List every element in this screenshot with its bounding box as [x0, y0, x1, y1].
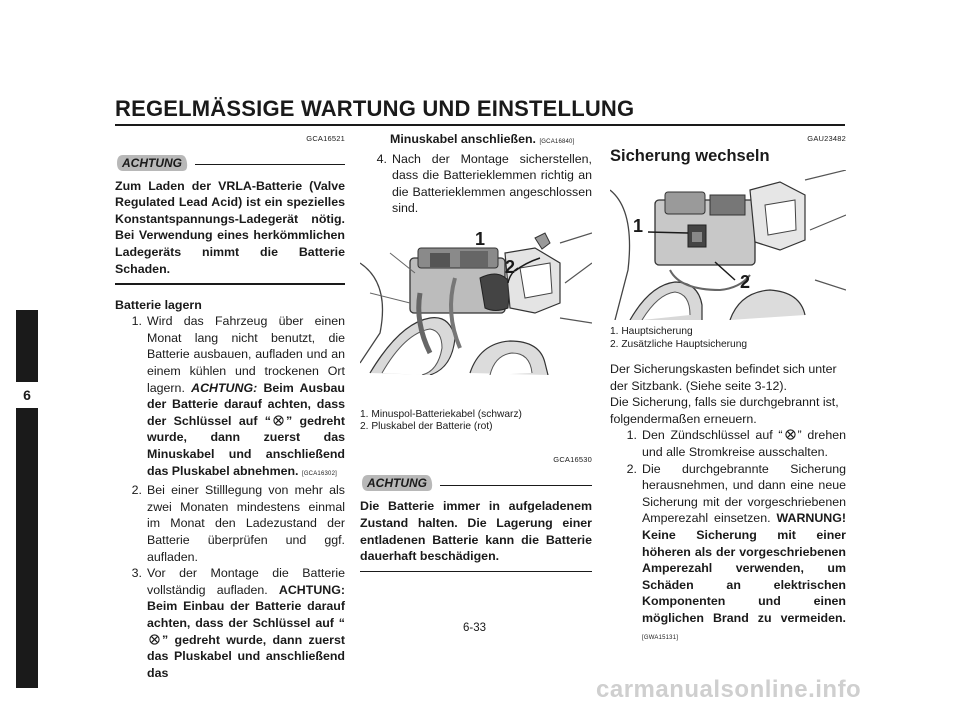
column-2: Minuskabel anschließen. [GCA16840] 4. Na… [360, 131, 592, 576]
continued-text: Minuskabel anschließen. [GCA16840] [360, 131, 592, 151]
achtung-text: Die Batterie immer in aufgeladenem Zusta… [360, 499, 592, 564]
achtung-badge-shape [117, 154, 188, 171]
item-achtung: ACHTUNG: [191, 380, 258, 395]
battery-illustration [360, 222, 592, 375]
column-3: GAU23482 Sicherung wechseln 1 2 1. Haupt… [610, 131, 846, 646]
section-title: Sicherung wechseln [610, 146, 770, 165]
item-text: Vor der Montage die Batterie vollständig… [147, 566, 345, 597]
page-number: 6-33 [463, 622, 487, 634]
key-off-icon [273, 415, 284, 426]
paragraph-instructions: Die Sicherung, falls sie durchgebrannt i… [610, 395, 839, 426]
achtung-text: Zum Laden der VRLA-Batterie (Valve Regul… [115, 178, 345, 276]
callout-1: 1 [633, 216, 644, 237]
column-1: GCA16521 ACHTUNG Zum Laden der VRLA-Batt… [115, 131, 345, 681]
notice-code: GCA16530 [553, 454, 592, 464]
header-rule [115, 124, 845, 126]
list-item: 3. Vor der Montage die Batterie vollstän… [115, 565, 345, 681]
notice-end-rule [360, 570, 592, 573]
list-number: 2. [626, 461, 637, 476]
achtung-header: ACHTUNG [115, 152, 345, 174]
item-text-b: ” drehen und alle Stromkreise ausschalte… [642, 428, 846, 459]
achtung-label: ACHTUNG [122, 155, 182, 170]
battery-photo: 1 2 [360, 222, 592, 375]
fuse-photo: 1 2 [610, 170, 846, 321]
list-item: 1. Den Zündschlüssel auf “” drehen und a… [610, 427, 846, 460]
chapter-header: REGELMÄSSIGE WARTUNG UND EINSTELLUNG [115, 96, 635, 121]
key-off-icon [784, 429, 796, 441]
list-item: 1. Wird das Fahrzeug über einen Monat la… [115, 313, 345, 482]
achtung-badge: ACHTUNG [115, 152, 189, 174]
list-text: Den Zündschlüssel auf “” drehen und alle… [642, 427, 846, 460]
item-bold-b: ” gedreht wurde, dann zuerst das Minuska… [147, 413, 345, 478]
list-text: Nach der Montage sicherstellen, dass die… [392, 151, 592, 216]
callout-2: 2 [740, 272, 751, 293]
list-text: Bei einer Stilllegung von mehr als zwei … [147, 483, 345, 564]
item-code: [GWA15131] [642, 634, 679, 641]
achtung-line [440, 484, 592, 487]
list-text: Vor der Montage die Batterie vollständig… [147, 565, 345, 681]
fuse-illustration [610, 170, 846, 321]
achtung-header: ACHTUNG [360, 472, 592, 494]
list-number: 1. [626, 428, 637, 443]
continued-bold: Minuskabel anschließen. [390, 132, 536, 146]
achtung-line [195, 163, 345, 166]
list-item: 2. Bei einer Stilllegung von mehr als zw… [115, 482, 345, 565]
item-text: Die durchgebrannte Sicherung herausnehme… [642, 461, 846, 526]
notice-code: GCA16521 [306, 134, 345, 143]
achtung-badge-shape [362, 475, 433, 492]
list-number: 3. [131, 566, 142, 581]
watermark: carmanualsonline.info [596, 676, 862, 703]
list-text: Die durchgebrannte Sicherung herausnehme… [642, 461, 846, 647]
list-text: Wird das Fahrzeug über einen Monat lang … [147, 313, 345, 482]
chapter-tab-number: 6 [16, 382, 38, 408]
caption-1: 1. Minuspol-Batteriekabel (schwarz) [360, 408, 522, 420]
list-item: 2. Die durchgebrannte Sicherung herausne… [610, 461, 846, 647]
section-code: GAU23482 [807, 134, 846, 143]
achtung-label: ACHTUNG [367, 476, 427, 491]
item-text: Wird das Fahrzeug über einen Monat lang … [147, 314, 345, 395]
callout-1: 1 [475, 228, 486, 249]
item-warning: WARNUNG! Keine Sicherung mit einer höher… [642, 511, 846, 625]
list-item: 4. Nach der Montage sicherstellen, dass … [360, 151, 592, 217]
item-bold-a: Beim Ausbau der Batterie darauf achten, … [147, 380, 345, 428]
caption-2: 2. Pluskabel der Batterie (rot) [360, 421, 493, 433]
list-number: 2. [131, 483, 142, 498]
item-text-a: Den Zündschlüssel auf “ [642, 428, 783, 443]
storage-title: Batterie lagern [115, 297, 202, 312]
paragraph-location: Der Sicherungskasten befindet sich unter… [610, 362, 837, 393]
continued-code: [GCA16840] [539, 139, 575, 145]
caption-1: 1. Hauptsicherung [610, 326, 693, 338]
list-number: 1. [131, 314, 142, 329]
achtung-badge: ACHTUNG [360, 472, 434, 494]
notice-end-rule [115, 283, 345, 285]
item-bold-a: ACHTUNG: Beim Einbau der Batterie darauf… [147, 582, 345, 630]
item-code: [GCA16302] [301, 470, 337, 477]
caption-2: 2. Zusätzliche Hauptsicherung [610, 338, 748, 350]
callout-2: 2 [505, 256, 516, 277]
chapter-tab [16, 310, 38, 688]
item-bold-b: ” gedreht wurde, dann zuerst das Pluskab… [147, 632, 345, 680]
key-off-icon [149, 633, 160, 645]
list-number: 4. [376, 151, 387, 166]
